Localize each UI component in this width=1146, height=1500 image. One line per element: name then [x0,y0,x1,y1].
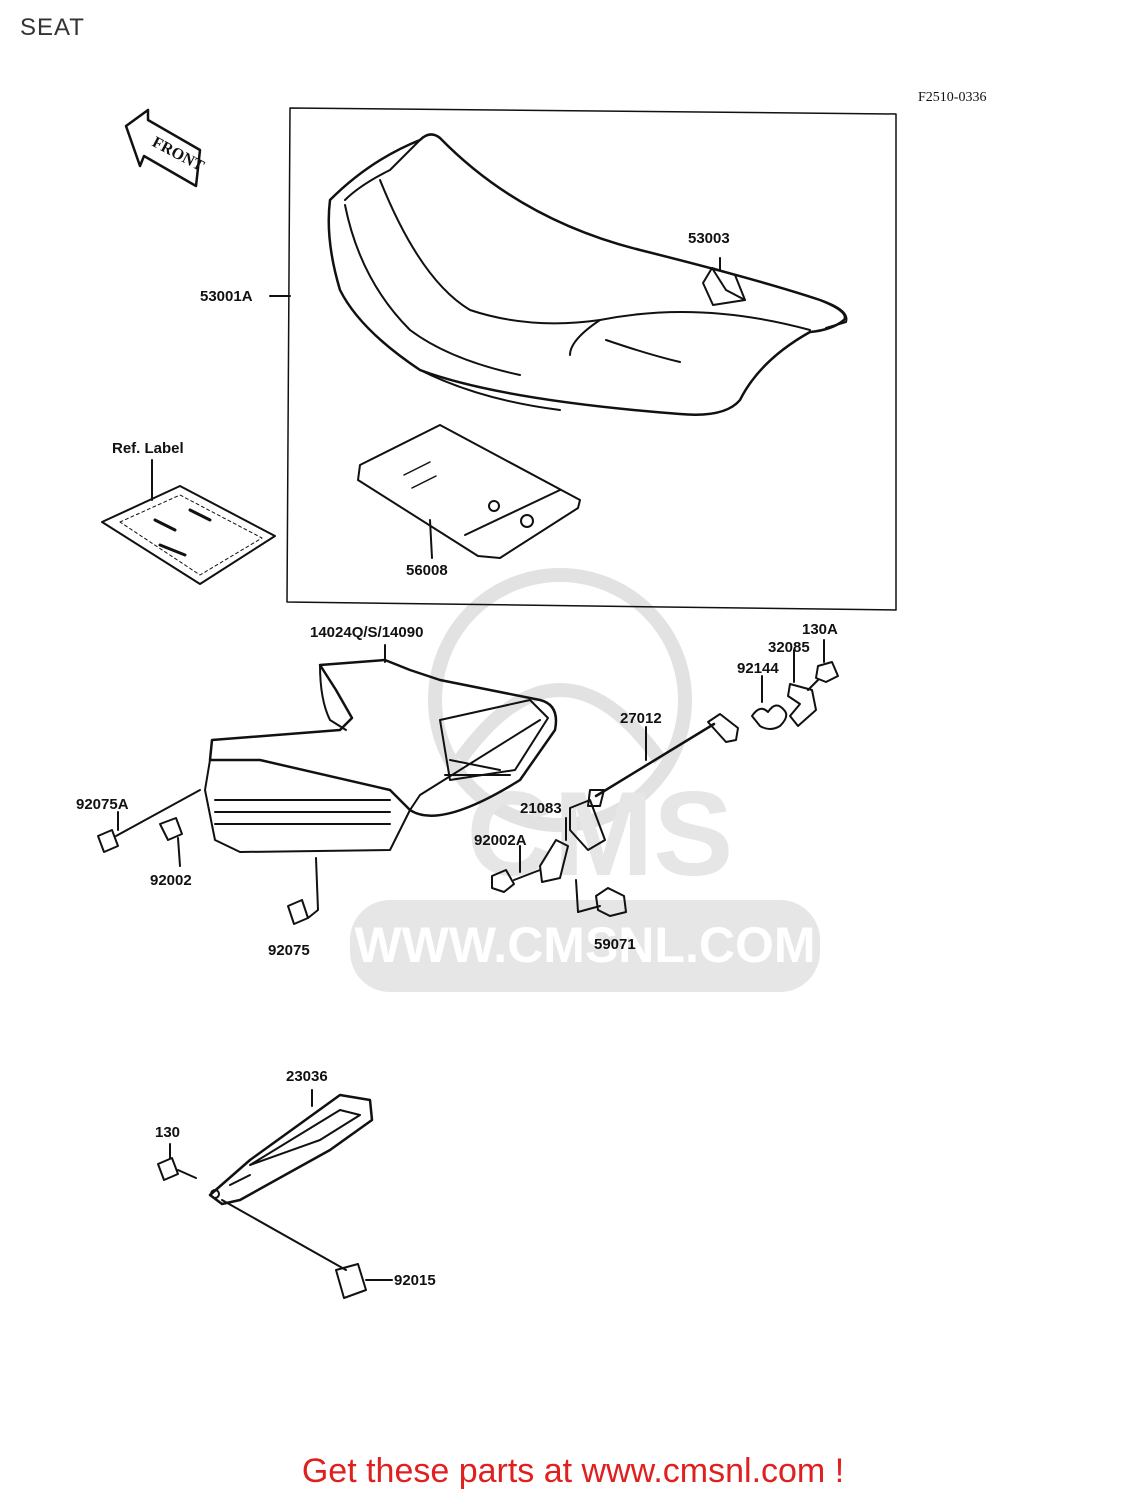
bolt-130A-icon [807,639,839,691]
collar-92075A-icon [97,789,201,853]
spring-icon [751,675,788,730]
bolt-92002-icon [159,817,183,867]
watermark-logo-ring [428,568,692,832]
seat-icon [327,133,848,416]
label-32085: 32085 [768,639,810,656]
label-14024: 14024Q/S/14090 [310,624,424,641]
seat-kit-box [286,107,897,611]
label-92002A: 92002A [474,832,527,849]
label-21083: 21083 [520,800,562,817]
bolt-92002A-icon [491,839,569,893]
label-92015: 92015 [394,1272,436,1289]
label-130: 130 [155,1124,181,1141]
lower-bracket-icon [208,1089,374,1206]
label-ref-label: Ref. Label [112,440,184,457]
label-53003: 53003 [688,230,730,247]
grommet-icon [575,879,627,917]
label-56008: 56008 [406,562,448,579]
label-130A: 130A [802,621,838,638]
label-92002: 92002 [150,872,192,889]
bracket-icon [565,799,606,851]
collar-92075-icon [287,857,319,925]
label-59071: 59071 [594,936,636,953]
label-27012: 27012 [620,710,662,727]
seat-plate-icon [357,424,581,559]
figure-code: F2510-0336 [918,90,987,105]
cta-link[interactable]: Get these parts at www.cmsnl.com ! [301,1452,845,1490]
watermark-logo-face [454,683,666,765]
label-92075A: 92075A [76,796,129,813]
latch-icon [787,649,817,727]
watermark-url: WWW.CMSNL.COM [354,917,815,973]
bolt-130-icon [157,1143,197,1181]
front-arrow-icon: FRONT [124,108,207,188]
nut-92015-icon [221,1199,393,1299]
front-arrow-label: FRONT [149,134,207,175]
tail-cover-icon [204,644,558,853]
watermark-banner [350,900,820,992]
seat-cable-icon [587,713,739,807]
label-23036: 23036 [286,1068,328,1085]
label-53001A: 53001A [200,288,253,305]
ref-label-icon [101,459,276,585]
label-92144: 92144 [737,660,779,677]
page-title: SEAT [20,14,85,41]
label-92075: 92075 [268,942,310,959]
